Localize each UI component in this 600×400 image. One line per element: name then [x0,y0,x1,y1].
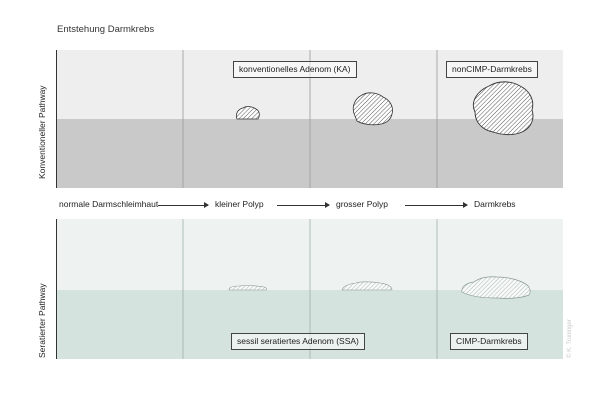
serrated-pathway-panel: sessil seratiertes Adenom (SSA) CIMP-Dar… [57,219,563,359]
serrated-axis-line [56,219,57,359]
stage-cancer: Darmkrebs [474,199,516,209]
small-serrated-polyp-shape [228,285,267,291]
conventional-pathway-panel: konventionelles Adenom (KA) nonCIMP-Darm… [57,50,563,188]
noncimp-cancer-box: nonCIMP-Darmkrebs [446,61,538,78]
stage-flow: normale Darmschleimhaut kleiner Polyp gr… [57,199,563,211]
large-polyp-shape [352,92,393,126]
conventional-adenoma-box: konventionelles Adenom (KA) [233,61,357,78]
flow-arrow [405,202,468,208]
sessile-serrated-adenoma-box: sessil seratiertes Adenom (SSA) [231,333,365,350]
stage-normal-mucosa: normale Darmschleimhaut [59,199,159,209]
flow-arrow [277,202,330,208]
image-credit: © K. Truninger [567,319,573,358]
small-polyp-shape [235,106,260,120]
serrated-pathway-label: Seratierter Pathway [37,283,47,358]
flow-arrow [158,202,209,208]
conventional-pathway-label: Konventioneller Pathway [37,85,47,179]
conventional-axis-line [56,50,57,188]
large-serrated-polyp-shape [341,281,393,291]
cancer-tumor-shape [472,81,534,136]
serrated-cancer-shape [461,276,531,299]
diagram-title: Entstehung Darmkrebs [57,24,155,35]
stage-large-polyp: grosser Polyp [336,199,388,209]
stage-small-polyp: kleiner Polyp [215,199,264,209]
cimp-cancer-box: CIMP-Darmkrebs [450,333,528,350]
